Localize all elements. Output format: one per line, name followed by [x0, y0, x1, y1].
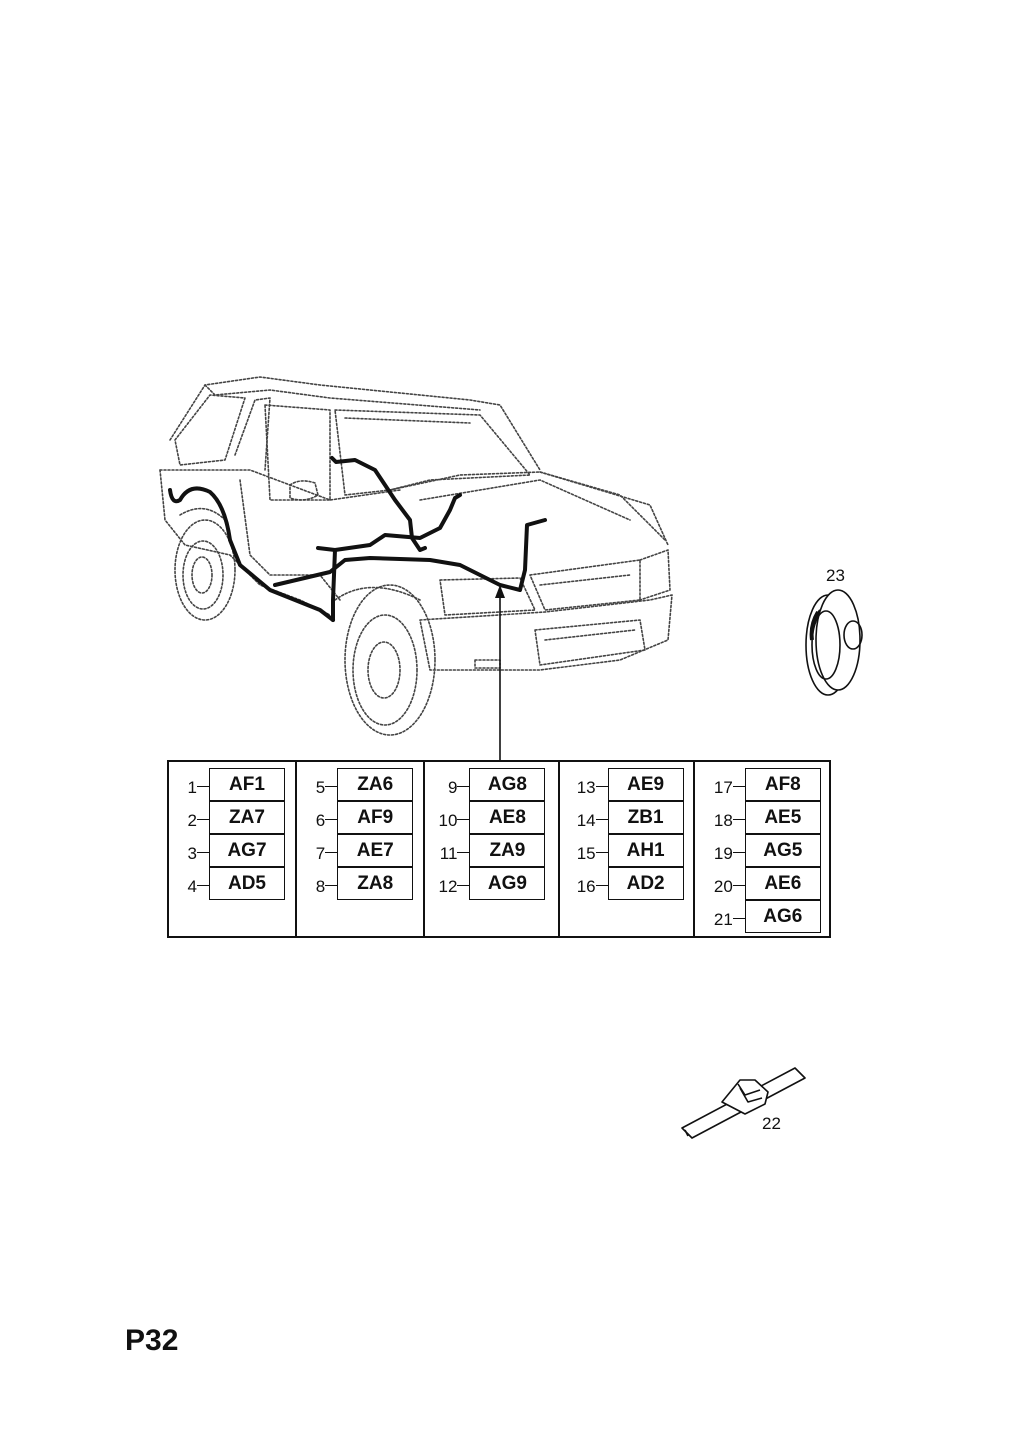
- leader-line: [595, 852, 608, 853]
- part-code: ZA8: [337, 867, 414, 900]
- leader-arrow: [495, 585, 505, 760]
- item-number: 16: [576, 877, 596, 896]
- item-number: 7: [315, 844, 326, 863]
- table-row: 16 AD2: [560, 867, 693, 900]
- item-number: 12: [438, 877, 458, 896]
- leader-line: [197, 786, 209, 787]
- table-row: 14 ZB1: [560, 801, 693, 834]
- table-column: 17 AF8 18 AE5 19 AG5 20 AE6 21 AG6: [695, 762, 829, 936]
- leader-line: [595, 786, 608, 787]
- item-number: 15: [576, 844, 596, 863]
- leader-line: [325, 819, 338, 820]
- part-code: AE9: [607, 768, 684, 801]
- table-row: 1 AF1: [169, 768, 295, 801]
- table-row: 9 AG8: [425, 768, 557, 801]
- leader-line: [457, 786, 470, 787]
- leader-line: [325, 852, 338, 853]
- leader-line: [595, 819, 608, 820]
- leader-line: [325, 786, 338, 787]
- page-code: P32: [125, 1324, 179, 1357]
- part-code: AD2: [607, 867, 684, 900]
- item-number: 13: [576, 778, 596, 797]
- table-row: 2 ZA7: [169, 801, 295, 834]
- part-code: AE7: [337, 834, 414, 867]
- leader-line: [197, 885, 209, 886]
- item-number: 17: [713, 778, 733, 797]
- part-code: AE8: [469, 801, 546, 834]
- part-code: AG8: [469, 768, 546, 801]
- part-code: AE5: [744, 801, 821, 834]
- table-row: 5 ZA6: [297, 768, 423, 801]
- item-number: 2: [187, 811, 197, 830]
- leader-line: [732, 918, 745, 919]
- item-number: 3: [187, 844, 197, 863]
- item-number: 1: [187, 778, 197, 797]
- table-row: 10 AE8: [425, 801, 557, 834]
- wiring-harness: [168, 456, 547, 622]
- table-row: 17 AF8: [695, 768, 829, 801]
- item-number: 5: [315, 778, 326, 797]
- part-code: AD5: [209, 867, 285, 900]
- table-row: 7 AE7: [297, 834, 423, 867]
- table-row: 6 AF9: [297, 801, 423, 834]
- table-row: 12 AG9: [425, 867, 557, 900]
- leader-line: [732, 885, 745, 886]
- part-code: AF1: [209, 768, 285, 801]
- table-column: 1 AF1 2 ZA7 3 AG7 4 AD5: [169, 762, 298, 936]
- leader-line: [457, 819, 470, 820]
- clip-part: [681, 1067, 806, 1139]
- table-row: 20 AE6: [695, 867, 829, 900]
- leader-line: [325, 885, 338, 886]
- table-column: 13 AE9 14 ZB1 15 AH1 16 AD2: [560, 762, 695, 936]
- table-row: 3 AG7: [169, 834, 295, 867]
- table-column: 5 ZA6 6 AF9 7 AE7 8 ZA8: [297, 762, 426, 936]
- table-row: 13 AE9: [560, 768, 693, 801]
- table-row: 4 AD5: [169, 867, 295, 900]
- leader-line: [732, 786, 745, 787]
- part-code: AE6: [744, 867, 821, 900]
- table-row: 21 AG6: [695, 900, 829, 933]
- item-number: 18: [713, 811, 733, 830]
- item-number: 14: [576, 811, 596, 830]
- item-number: 21: [713, 910, 733, 929]
- part-code: AG6: [744, 900, 821, 933]
- item-number: 20: [713, 877, 733, 896]
- leader-line: [457, 852, 470, 853]
- part-code: AF8: [744, 768, 821, 801]
- part-code: AG9: [469, 867, 546, 900]
- table-row: 18 AE5: [695, 801, 829, 834]
- item-number: 19: [713, 844, 733, 863]
- table-row: 15 AH1: [560, 834, 693, 867]
- leader-line: [732, 852, 745, 853]
- leader-line: [197, 852, 209, 853]
- part-code: ZA6: [337, 768, 414, 801]
- part-code: ZA9: [469, 834, 546, 867]
- callout-23: 23: [826, 566, 845, 585]
- item-number: 11: [439, 844, 458, 863]
- leader-line: [595, 885, 608, 886]
- leader-line: [197, 819, 209, 820]
- item-number: 9: [447, 778, 458, 797]
- table-row: 19 AG5: [695, 834, 829, 867]
- table-row: 11 ZA9: [425, 834, 557, 867]
- part-code: AH1: [607, 834, 684, 867]
- item-number: 4: [187, 877, 197, 896]
- item-number: 6: [315, 811, 326, 830]
- callout-22: 22: [762, 1114, 781, 1133]
- part-code: AG7: [209, 834, 285, 867]
- part-code: AF9: [337, 801, 414, 834]
- table-column: 9 AG8 10 AE8 11 ZA9 12 AG9: [425, 762, 560, 936]
- item-number: 8: [315, 877, 326, 896]
- part-code: ZB1: [607, 801, 684, 834]
- part-code: AG5: [744, 834, 821, 867]
- grommet-part: [805, 589, 863, 696]
- item-number: 10: [438, 811, 458, 830]
- table-row: 8 ZA8: [297, 867, 423, 900]
- leader-line: [732, 819, 745, 820]
- part-code: ZA7: [209, 801, 285, 834]
- leader-line: [457, 885, 470, 886]
